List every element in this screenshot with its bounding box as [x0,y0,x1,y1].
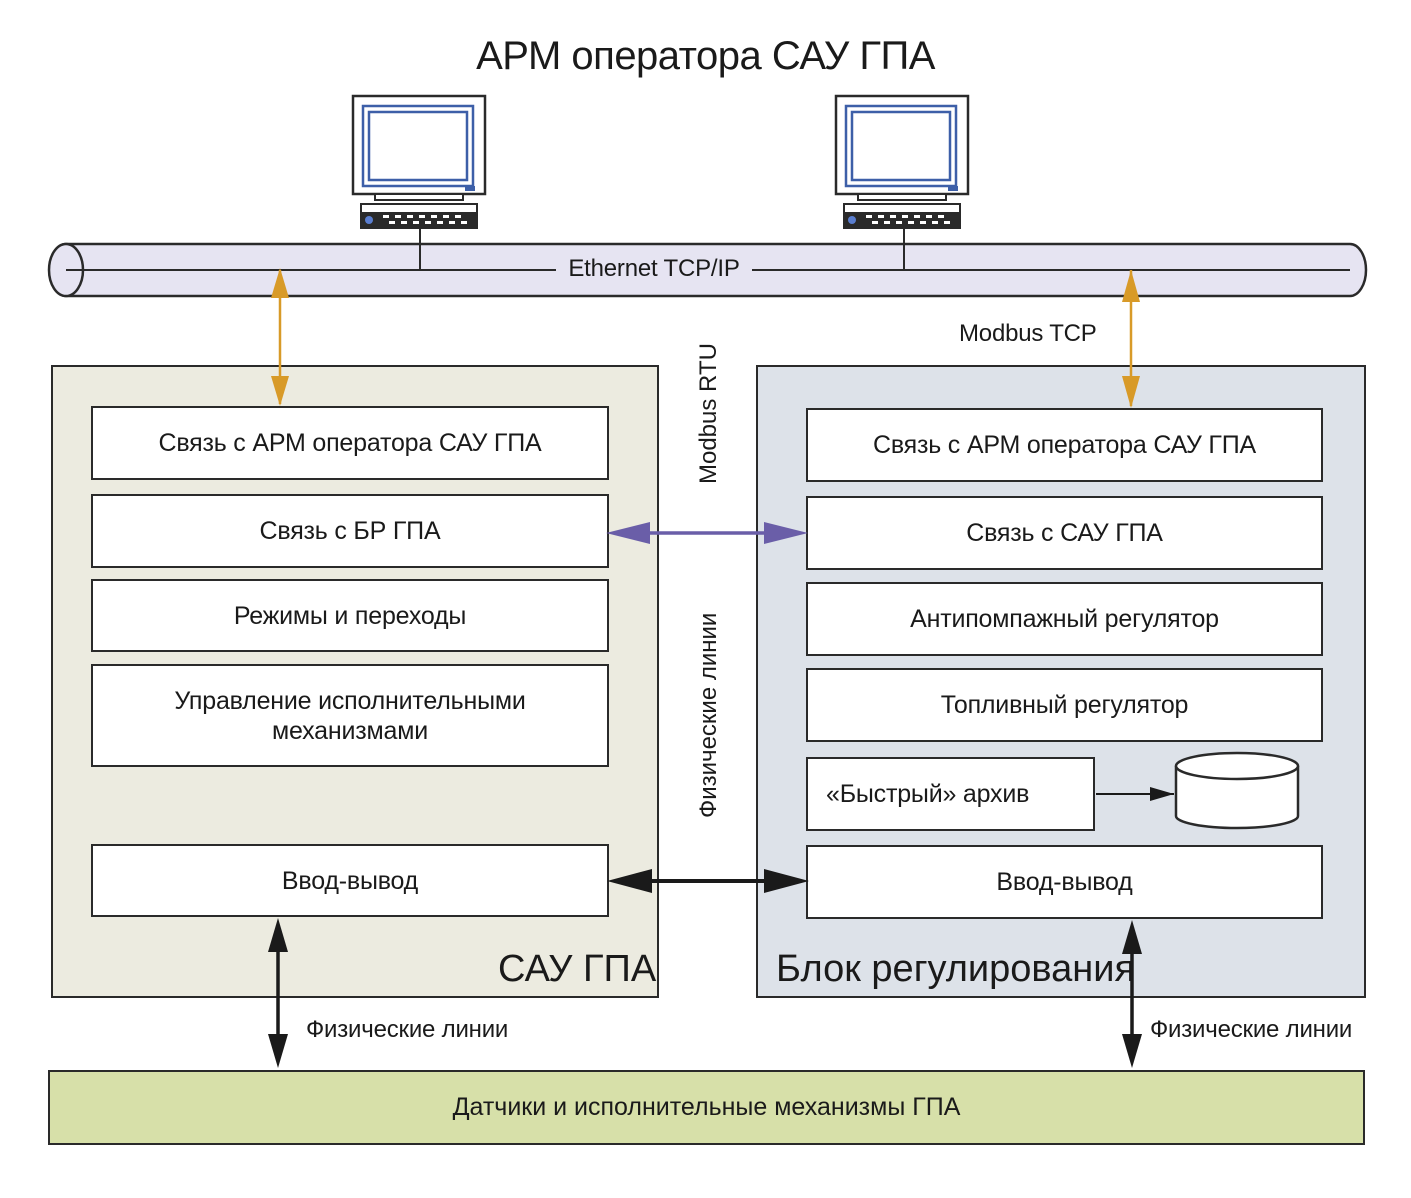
sau-gpa-label: САУ ГПА [498,948,657,990]
physical-lines-left-label: Физические линии [306,1016,509,1043]
workstation-icon [834,94,970,229]
sensors-actuators-bar: Датчики и исполнительные механизмы ГПА [48,1070,1365,1145]
br-block-sau-link: Связь с САУ ГПА [806,496,1323,570]
sau-block-arm-link: Связь с АРМ оператора САУ ГПА [91,406,609,480]
archive-arrowhead [1150,787,1174,801]
br-block-arm-link: Связь с АРМ оператора САУ ГПА [806,408,1323,482]
orange-arrowhead [271,376,289,406]
sau-block-br-link: Связь с БР ГПА [91,494,609,568]
purple-arrowhead [764,522,808,544]
br-block-fast-archive: «Быстрый» архив [806,757,1095,831]
physical-lines-vertical-label: Физические линии [695,612,722,818]
ethernet-label: Ethernet TCP/IP [560,254,748,284]
black-arrowhead [764,869,809,893]
br-block-fuel: Топливный регулятор [806,668,1323,742]
sau-block-actuator-control: Управление исполнительными механизмами [91,664,609,767]
br-block-antisurge: Антипомпажный регулятор [806,582,1323,656]
black-arrowhead [268,1034,288,1068]
sau-block-modes: Режимы и переходы [91,579,609,652]
orange-arrowhead [1122,376,1140,408]
br-block-io: Ввод-вывод [806,845,1323,919]
sau-block-io: Ввод-вывод [91,844,609,917]
black-arrowhead [1122,1034,1142,1068]
regulation-block-label: Блок регулирования [776,948,1136,990]
modbus-rtu-label: Modbus RTU [695,343,722,484]
archive-database-icon [1174,751,1300,830]
modbus-tcp-label: Modbus TCP [959,320,1097,347]
page-title: АРМ оператора САУ ГПА [476,34,935,78]
physical-lines-right-label: Физические линии [1150,1016,1353,1043]
black-arrowhead [1122,920,1142,954]
workstation-icon [351,94,487,229]
orange-arrowhead [1122,270,1140,302]
orange-arrowhead [271,268,289,298]
black-arrowhead [268,918,288,952]
black-arrowhead [607,869,652,893]
purple-arrowhead [606,522,650,544]
